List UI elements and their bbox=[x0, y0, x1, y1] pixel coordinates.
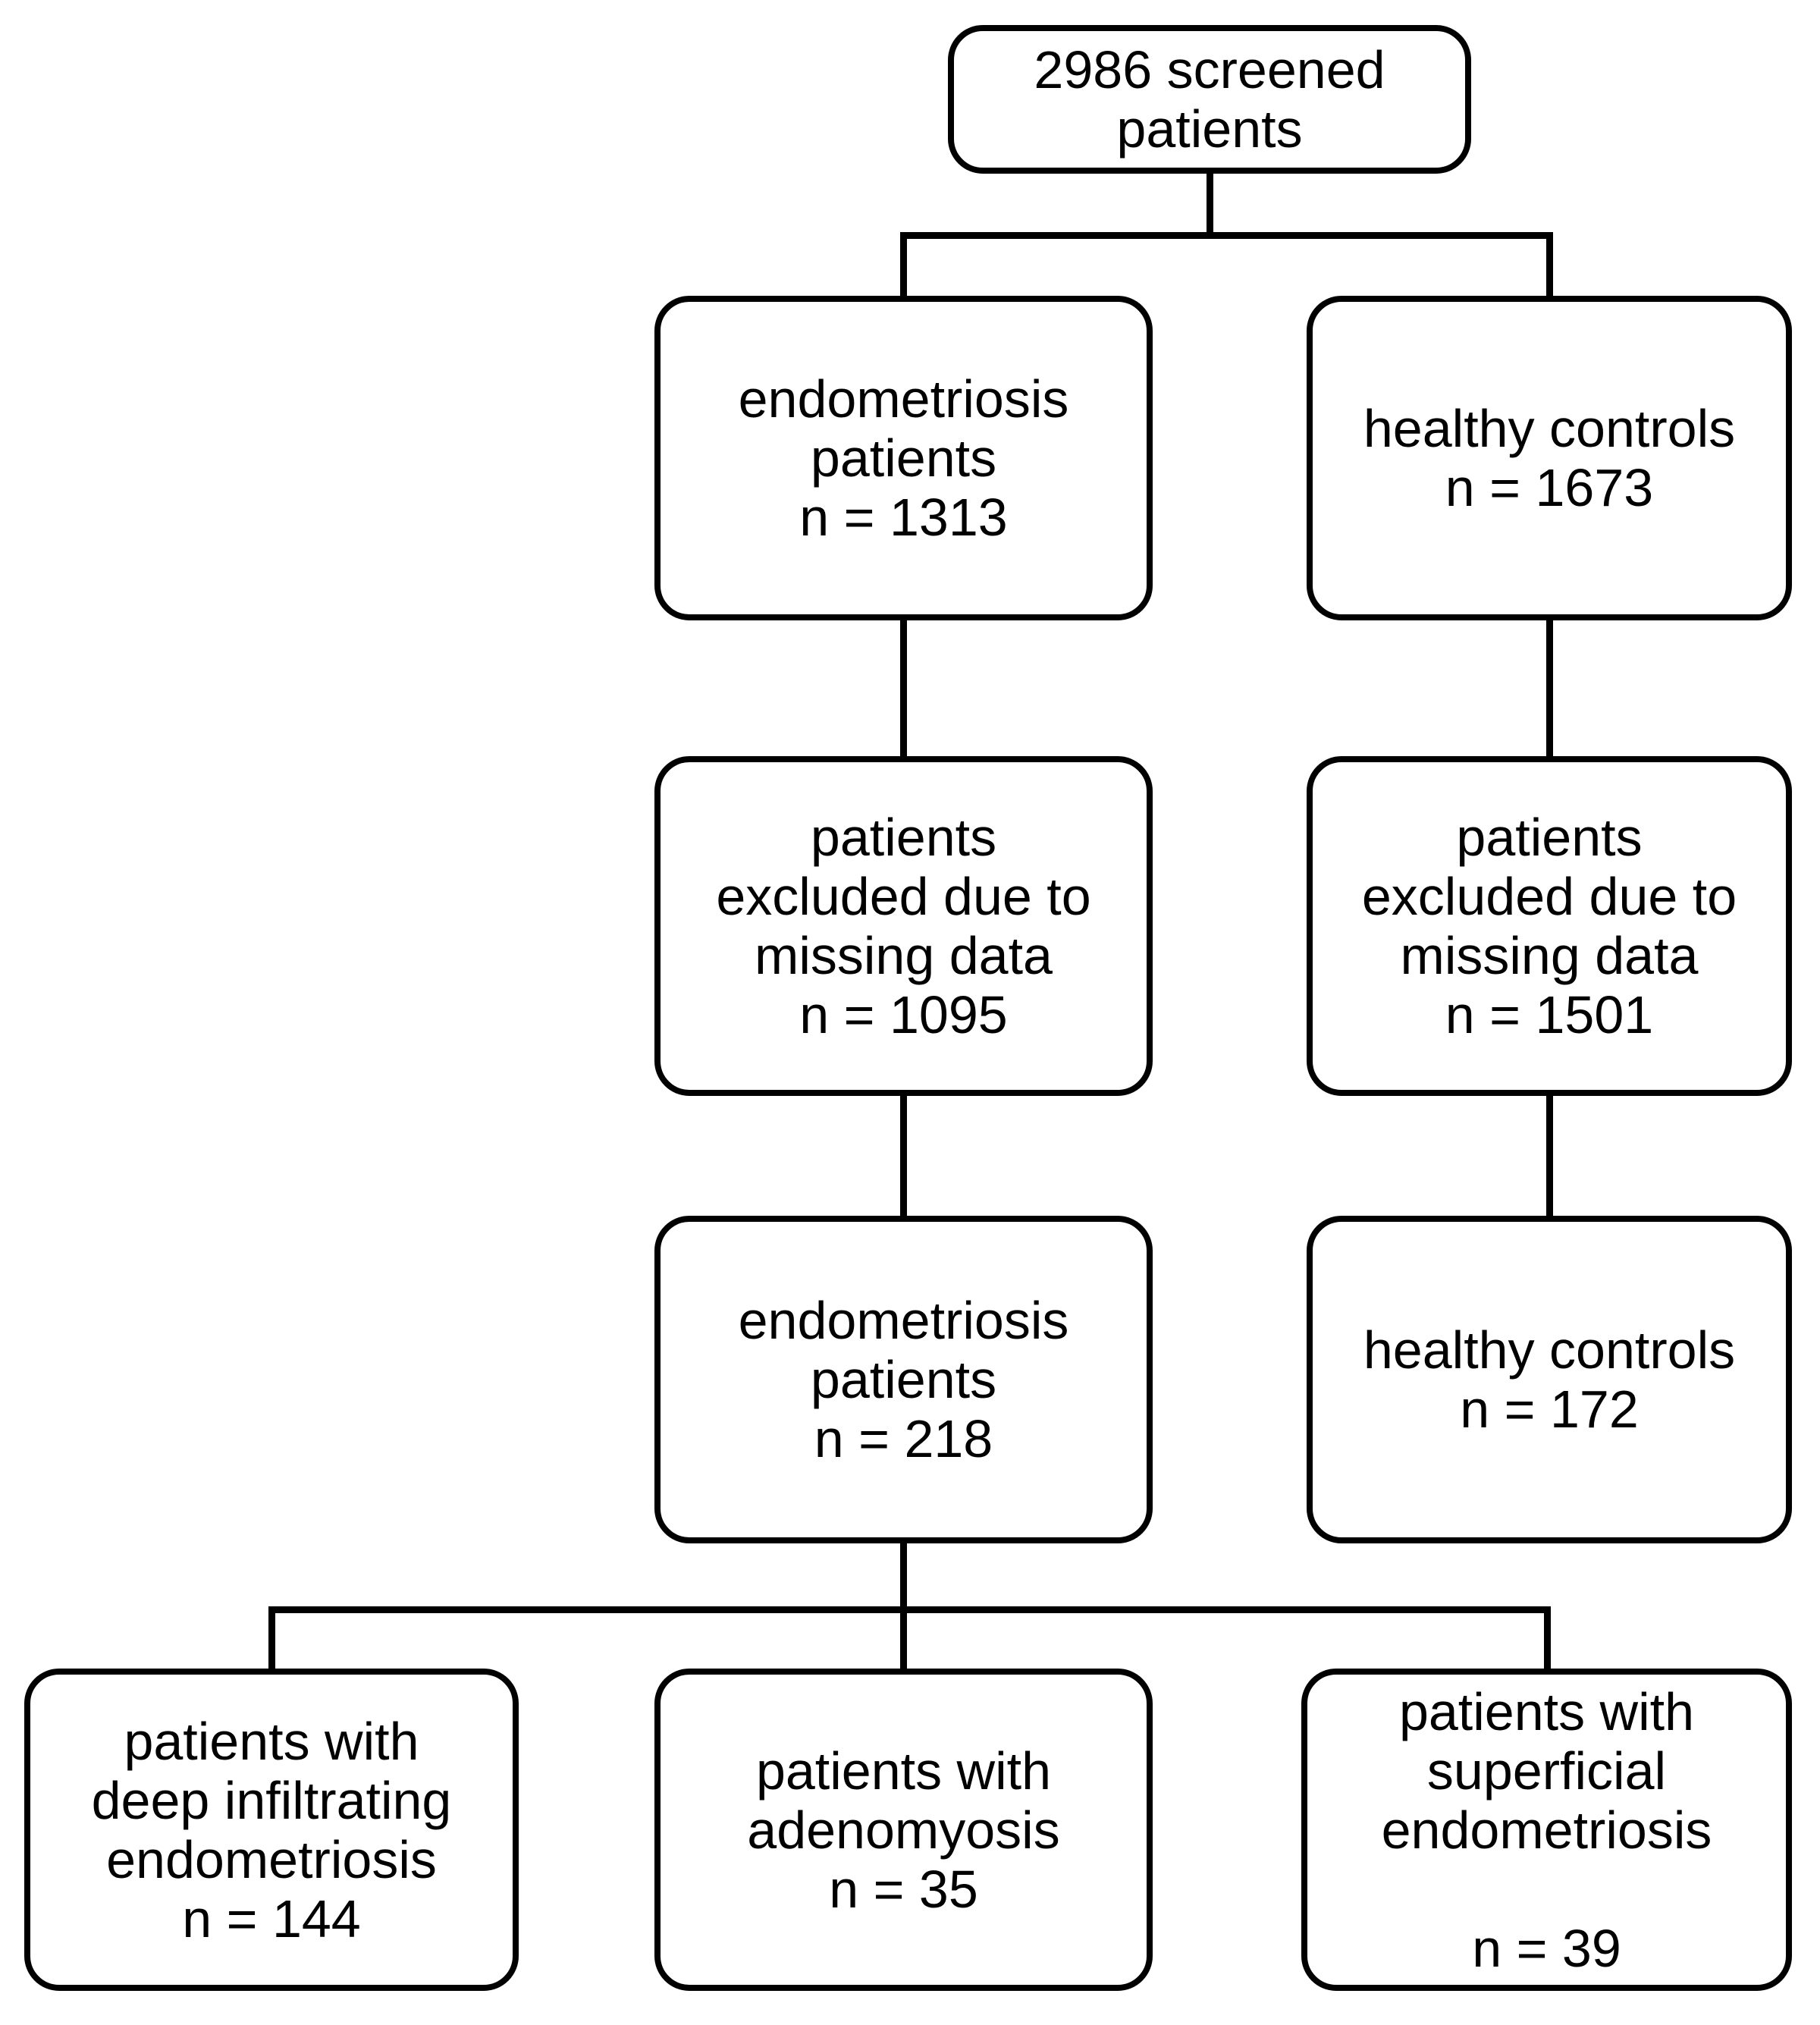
box-controls-excluded-missing-data-label: patients excluded due to missing data n … bbox=[1361, 808, 1737, 1044]
connector-branch-to-endometriosis bbox=[900, 232, 907, 302]
connector-screened-to-branch bbox=[1207, 173, 1213, 238]
box-healthy-controls-final-label: healthy controls n = 172 bbox=[1363, 1320, 1736, 1439]
box-endometriosis-excluded-missing-data: patients excluded due to missing data n … bbox=[654, 756, 1153, 1096]
connector-endo-initial-to-excluded bbox=[900, 616, 907, 760]
connector-branch-to-adenomyosis bbox=[900, 1606, 907, 1673]
box-adenomyosis-label: patients with adenomyosis n = 35 bbox=[747, 1741, 1060, 1919]
connector-endo-excluded-to-final bbox=[900, 1092, 907, 1220]
box-superficial-endometriosis-label: patients with superficial endometriosis … bbox=[1381, 1681, 1712, 1978]
box-superficial-endometriosis: patients with superficial endometriosis … bbox=[1301, 1669, 1792, 1991]
box-screened-patients-label: 2986 screened patients bbox=[1034, 40, 1385, 159]
box-endometriosis-patients-initial: endometriosis patients n = 1313 bbox=[654, 296, 1153, 620]
connector-endo-final-to-subgroups bbox=[900, 1540, 907, 1613]
box-deep-infiltrating-endometriosis-label: patients with deep infiltrating endometr… bbox=[91, 1711, 452, 1948]
box-adenomyosis: patients with adenomyosis n = 35 bbox=[654, 1669, 1153, 1991]
box-endometriosis-patients-final: endometriosis patients n = 218 bbox=[654, 1216, 1153, 1543]
box-healthy-controls-final: healthy controls n = 172 bbox=[1307, 1216, 1792, 1543]
box-controls-excluded-missing-data: patients excluded due to missing data n … bbox=[1307, 756, 1792, 1096]
connector-ctrl-initial-to-excluded bbox=[1546, 616, 1553, 760]
connector-branch-horizontal-bottom bbox=[268, 1606, 1551, 1613]
box-deep-infiltrating-endometriosis: patients with deep infiltrating endometr… bbox=[24, 1669, 519, 1991]
box-screened-patients: 2986 screened patients bbox=[948, 25, 1471, 174]
connector-ctrl-excluded-to-final bbox=[1546, 1092, 1553, 1220]
box-healthy-controls-initial: healthy controls n = 1673 bbox=[1307, 296, 1792, 620]
connector-branch-horizontal-top bbox=[903, 232, 1552, 239]
box-endometriosis-excluded-missing-data-label: patients excluded due to missing data n … bbox=[716, 808, 1091, 1044]
connector-branch-to-controls bbox=[1546, 232, 1553, 302]
box-healthy-controls-initial-label: healthy controls n = 1673 bbox=[1363, 399, 1736, 517]
connector-branch-to-superficial bbox=[1544, 1606, 1551, 1673]
box-endometriosis-patients-initial-label: endometriosis patients n = 1313 bbox=[738, 369, 1069, 547]
box-endometriosis-patients-final-label: endometriosis patients n = 218 bbox=[738, 1291, 1069, 1468]
connector-branch-to-deep-infiltrating bbox=[268, 1606, 275, 1673]
